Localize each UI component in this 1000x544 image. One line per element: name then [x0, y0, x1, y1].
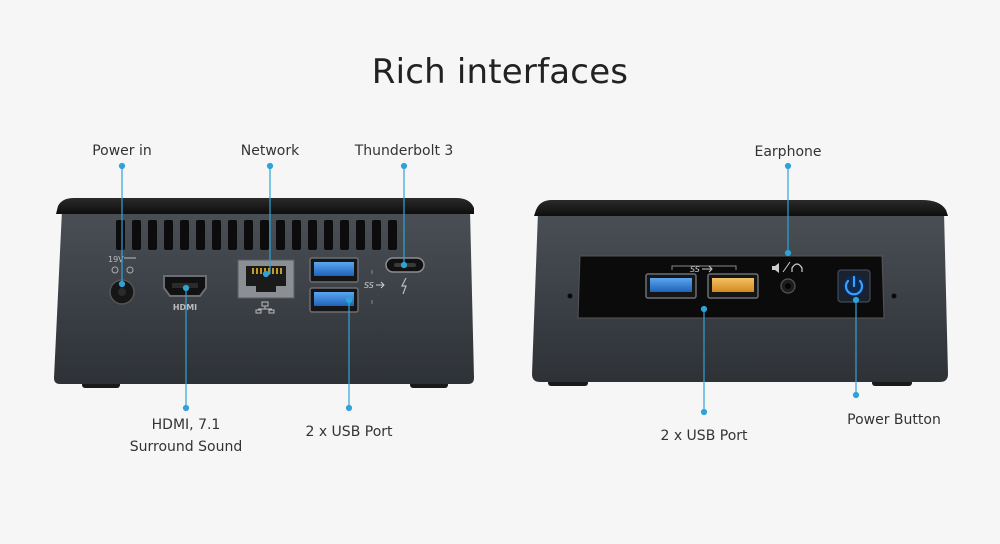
- label-thunderbolt: Thunderbolt 3: [354, 143, 454, 159]
- back-usb-port-bottom: [309, 287, 359, 313]
- svg-text:SS: SS: [690, 265, 700, 274]
- label-back-usb: 2 x USB Port: [305, 424, 393, 440]
- front-panel-device: SS: [532, 200, 948, 386]
- label-hdmi-line1: HDMI, 7.1: [151, 417, 221, 433]
- callout-power-button: [852, 296, 860, 399]
- vent-grille: [116, 220, 397, 250]
- callout-network: [262, 162, 274, 278]
- screw: [567, 293, 573, 299]
- callout-front-usb: [700, 305, 708, 416]
- page-title: Rich interfaces: [371, 52, 629, 92]
- svg-text:SS: SS: [364, 281, 374, 290]
- callout-power-in: [118, 162, 126, 288]
- ethernet-port: [237, 259, 295, 314]
- voltage-marking: 19V: [108, 255, 124, 264]
- front-usb-ss-icon: SS: [671, 265, 737, 274]
- front-usb-port-yellow: [707, 273, 759, 299]
- label-hdmi-line2: Surround Sound: [129, 439, 243, 455]
- hdmi-logo: HDMI: [173, 303, 197, 312]
- top-cover: [534, 200, 948, 216]
- label-hdmi: HDMI, 7.1 Surround Sound: [126, 414, 246, 458]
- back-usb-port-top: [309, 257, 359, 283]
- power-button[interactable]: [837, 269, 871, 303]
- callout-hdmi: [182, 284, 190, 412]
- power-icon: [844, 275, 864, 296]
- usb-ss-icon: SS: [364, 270, 385, 304]
- top-cover: [56, 198, 474, 214]
- dc-power-jack: 19V: [108, 255, 136, 305]
- thunderbolt-icon: [401, 277, 407, 295]
- label-power-button: Power Button: [847, 412, 941, 428]
- earphone-jack: [772, 261, 803, 294]
- front-usb-port-blue: [645, 273, 697, 299]
- label-power-in: Power in: [92, 143, 152, 159]
- callout-back-usb: [345, 296, 353, 412]
- headphone-icon: [791, 263, 803, 272]
- speaker-icon: [772, 263, 779, 273]
- callout-earphone: [784, 162, 792, 257]
- back-panel-device: 19V HDMI: [54, 198, 474, 388]
- label-front-usb: 2 x USB Port: [660, 428, 748, 444]
- screw: [891, 293, 897, 299]
- label-network: Network: [240, 143, 300, 159]
- label-earphone: Earphone: [754, 144, 822, 160]
- callout-thunderbolt: [400, 162, 408, 269]
- network-icon: [255, 301, 275, 314]
